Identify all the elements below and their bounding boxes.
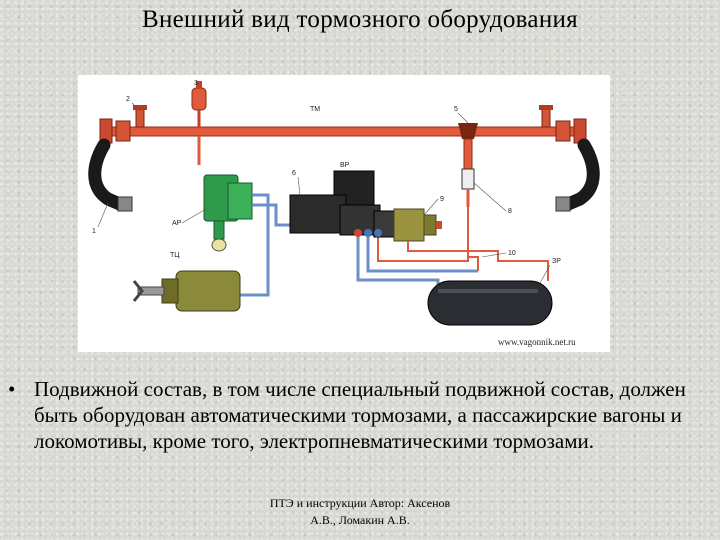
- auxiliary-reservoir: [427, 280, 553, 326]
- hose-coupling-left: [117, 196, 133, 212]
- brake-equipment-diagram: 2 1 3 ТМ 5 6 ВР АР ТЦ 9 8 10 ЗР www.vago…: [78, 75, 610, 352]
- air-distributor-main: [289, 170, 395, 238]
- label-2: 2: [126, 96, 130, 103]
- label-6: 6: [292, 170, 296, 177]
- end-cock-left: [99, 105, 147, 144]
- end-cock-right: [539, 105, 587, 144]
- hose-right: [559, 138, 600, 212]
- emergency-stop-valve: [191, 81, 207, 127]
- brake-pipe: [101, 126, 583, 137]
- watermark: www.vagonnik.net.ru: [498, 337, 576, 347]
- footer-line-2: А.В., Ломакин А.В.: [310, 513, 410, 527]
- bullet-mark: •: [8, 377, 16, 401]
- label-5: 5: [454, 106, 458, 113]
- label-1: 1: [92, 228, 96, 235]
- label-8: 8: [508, 208, 512, 215]
- label-zr: ЗР: [552, 258, 561, 265]
- label-tm: ТМ: [310, 106, 320, 113]
- branch-valve: [458, 123, 479, 271]
- label-3: 3: [194, 80, 198, 87]
- brake-cylinder: [132, 270, 241, 312]
- label-9: 9: [440, 196, 444, 203]
- diagram-svg: 2 1 3 ТМ 5 6 ВР АР ТЦ 9 8 10 ЗР www.vago…: [88, 80, 600, 347]
- air-distributor: [203, 174, 253, 252]
- hose-coupling-right: [555, 196, 571, 212]
- label-vr: ВР: [340, 162, 350, 169]
- footer: ПТЭ и инструкции Автор: Аксенов А.В., Ло…: [210, 495, 510, 529]
- bullet-text: Подвижной состав, в том числе специальны…: [34, 377, 686, 453]
- label-10: 10: [508, 250, 516, 257]
- label-ap: АР: [172, 220, 182, 227]
- page-title: Внешний вид тормозного оборудования: [142, 6, 578, 33]
- label-tc: ТЦ: [170, 252, 180, 259]
- hose-left: [88, 138, 129, 212]
- footer-line-1: ПТЭ и инструкции Автор: Аксенов: [269, 496, 451, 510]
- auto-mode-valve: [393, 208, 442, 242]
